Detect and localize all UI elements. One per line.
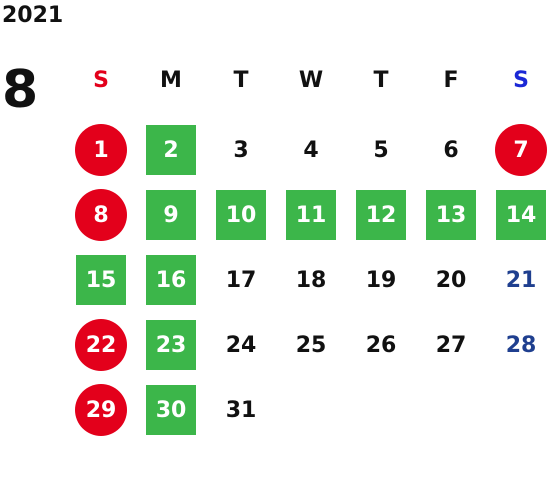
calendar-day[interactable]: 26	[365, 332, 397, 358]
calendar-day[interactable]: 30	[146, 385, 196, 435]
calendar-day[interactable]: 8	[75, 189, 127, 241]
weekday-header: T	[233, 68, 249, 93]
weekday-header: S	[513, 68, 529, 93]
calendar-day[interactable]: 17	[225, 267, 257, 293]
calendar-day[interactable]: 22	[75, 319, 127, 371]
weekday-header: S	[93, 68, 109, 93]
calendar-day[interactable]: 3	[233, 137, 249, 163]
weekday-header: F	[443, 68, 459, 93]
calendar-year: 2021	[2, 3, 64, 28]
calendar-day[interactable]: 9	[146, 190, 196, 240]
calendar-day[interactable]: 11	[286, 190, 336, 240]
calendar-day[interactable]: 10	[216, 190, 266, 240]
calendar-day[interactable]: 19	[365, 267, 397, 293]
calendar-day[interactable]: 23	[146, 320, 196, 370]
calendar-day[interactable]: 1	[75, 124, 127, 176]
calendar-day[interactable]: 21	[505, 267, 537, 293]
calendar-day[interactable]: 13	[426, 190, 476, 240]
weekday-header: M	[160, 68, 182, 93]
calendar-day[interactable]: 7	[495, 124, 547, 176]
calendar-day[interactable]: 6	[443, 137, 459, 163]
calendar-day[interactable]: 4	[303, 137, 319, 163]
calendar-day[interactable]: 15	[76, 255, 126, 305]
calendar-day[interactable]: 16	[146, 255, 196, 305]
weekday-header: T	[373, 68, 389, 93]
calendar-day[interactable]: 20	[435, 267, 467, 293]
calendar-day[interactable]: 29	[75, 384, 127, 436]
calendar-day[interactable]: 31	[225, 397, 257, 423]
calendar-day[interactable]: 14	[496, 190, 546, 240]
calendar-day[interactable]: 24	[225, 332, 257, 358]
weekday-header: W	[298, 68, 324, 93]
calendar-day[interactable]: 25	[295, 332, 327, 358]
calendar-day[interactable]: 27	[435, 332, 467, 358]
calendar-day[interactable]: 2	[146, 125, 196, 175]
calendar-day[interactable]: 18	[295, 267, 327, 293]
calendar-month: 8	[2, 60, 39, 120]
calendar-day[interactable]: 28	[505, 332, 537, 358]
calendar-day[interactable]: 12	[356, 190, 406, 240]
calendar-day[interactable]: 5	[373, 137, 389, 163]
